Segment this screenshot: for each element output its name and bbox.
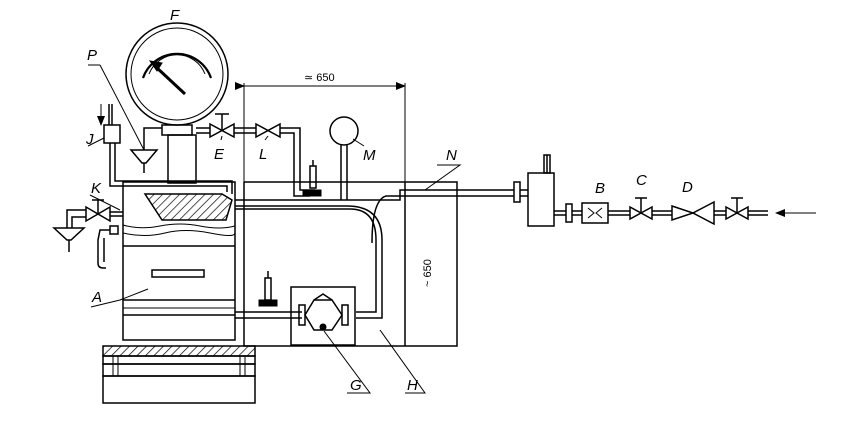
label-M: M xyxy=(363,147,376,164)
enclosure-H xyxy=(235,82,458,347)
label-K: K xyxy=(91,180,102,197)
tank-A xyxy=(102,181,256,404)
valve-L xyxy=(255,122,281,139)
valve-C xyxy=(629,197,653,221)
supply-line xyxy=(513,154,816,227)
valve-E xyxy=(209,113,235,139)
label-P: P xyxy=(87,47,97,64)
flow-meter-B xyxy=(581,202,609,224)
label-A: A xyxy=(91,289,102,306)
label-C: C xyxy=(636,172,647,189)
valve-D xyxy=(671,200,715,226)
circulation-piping xyxy=(235,189,514,319)
valve-K xyxy=(52,199,123,269)
label-D: D xyxy=(682,179,693,196)
device-J xyxy=(97,104,233,194)
leader-lines xyxy=(87,135,462,394)
label-H: H xyxy=(407,377,418,394)
dimension-horizontal: ≃ 650 xyxy=(304,72,335,84)
pressure-gauge-F xyxy=(125,22,229,184)
pump-G xyxy=(290,286,356,346)
dimension-vertical: ~ 650 xyxy=(422,259,434,287)
label-J: J xyxy=(85,131,94,148)
label-N: N xyxy=(446,147,457,164)
label-L: L xyxy=(259,146,267,163)
label-B: B xyxy=(595,180,605,197)
valve-end xyxy=(725,197,749,221)
label-G: G xyxy=(350,377,362,394)
label-E: E xyxy=(214,146,225,163)
funnel-P xyxy=(88,64,159,173)
gauge-M xyxy=(302,116,359,200)
label-F: F xyxy=(170,7,180,24)
